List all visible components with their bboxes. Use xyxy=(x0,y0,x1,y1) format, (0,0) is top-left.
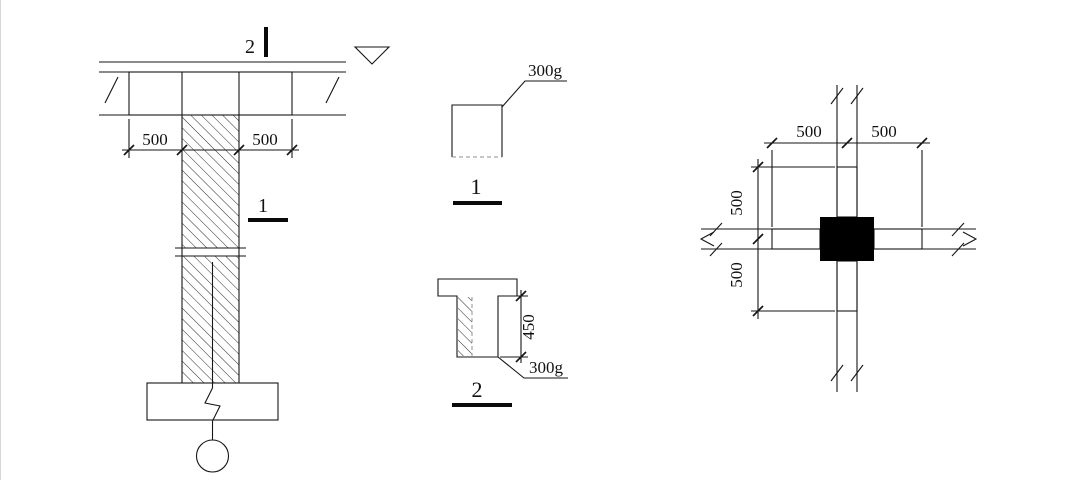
section-cut-2-label: 2 xyxy=(245,36,255,58)
dimension-500-top-right: 500 xyxy=(871,122,897,141)
hatch-segment-right xyxy=(873,228,923,250)
section-1-view: 300g 1 xyxy=(451,61,567,205)
wall-break-slash xyxy=(830,364,844,382)
dimension-tick xyxy=(515,290,527,302)
section-2-title: 2 xyxy=(472,377,483,402)
tee-section-outline xyxy=(437,278,518,358)
dimension-tick xyxy=(286,144,298,156)
dimension-tick xyxy=(176,144,188,156)
dimension-tick xyxy=(916,137,928,149)
section-cut-1-label: 1 xyxy=(258,195,268,217)
dimension-tick xyxy=(123,144,135,156)
beam-break-slash-left xyxy=(104,76,119,104)
column-solid-fill xyxy=(820,217,874,261)
leader-line xyxy=(501,80,567,108)
plan-view: 500 500 500 500 xyxy=(699,85,978,392)
hatch-segment-left xyxy=(771,228,821,250)
note-300g: 300g xyxy=(528,61,563,80)
dimension-tick xyxy=(752,233,764,245)
beam-hatch-band xyxy=(128,71,293,116)
dimension-tick xyxy=(752,161,764,173)
axis-arrow-right xyxy=(962,231,978,247)
column-section-outline xyxy=(451,104,503,157)
wall-break-slash xyxy=(709,222,723,237)
dimension-tick xyxy=(766,137,778,149)
dimension-tick xyxy=(515,351,527,363)
wall-break-slash xyxy=(830,87,844,105)
leader-line xyxy=(497,356,568,379)
stem-hatch-strip xyxy=(458,297,472,356)
section-2-view: 450 300g 2 xyxy=(437,278,568,407)
wall-break-slash xyxy=(709,242,723,257)
axis-arrow-left xyxy=(699,231,715,247)
dimension-500-left: 500 xyxy=(142,130,168,149)
wall-break-slash xyxy=(850,87,864,105)
dimension-500-side-top: 500 xyxy=(727,190,746,216)
dimension-450: 450 xyxy=(519,314,538,340)
dimension-500-side-bottom: 500 xyxy=(727,262,746,288)
beam-break-slash-right xyxy=(325,76,340,104)
dimension-500-top-left: 500 xyxy=(796,122,822,141)
hatch-segment-top xyxy=(836,166,858,218)
note-300g: 300g xyxy=(529,358,564,377)
elevation-view: 2 500 500 1 xyxy=(99,27,391,473)
footing-outline xyxy=(146,382,279,421)
wall-break-slash xyxy=(951,242,965,257)
dimension-tick xyxy=(233,144,245,156)
axis-break-zigzag xyxy=(204,387,221,422)
dimension-tick xyxy=(841,137,853,149)
dimension-500-right: 500 xyxy=(252,130,278,149)
column-hatch-lower xyxy=(182,256,239,383)
column-hatch-upper xyxy=(182,115,239,248)
hatch-segment-bottom xyxy=(836,260,858,312)
dimension-tick xyxy=(752,305,764,317)
datum-level-icon xyxy=(353,46,391,65)
wall-break-slash xyxy=(951,222,965,237)
wall-break-slash xyxy=(850,364,864,382)
section-1-title: 1 xyxy=(471,174,482,199)
axis-circle-marker xyxy=(195,439,230,473)
